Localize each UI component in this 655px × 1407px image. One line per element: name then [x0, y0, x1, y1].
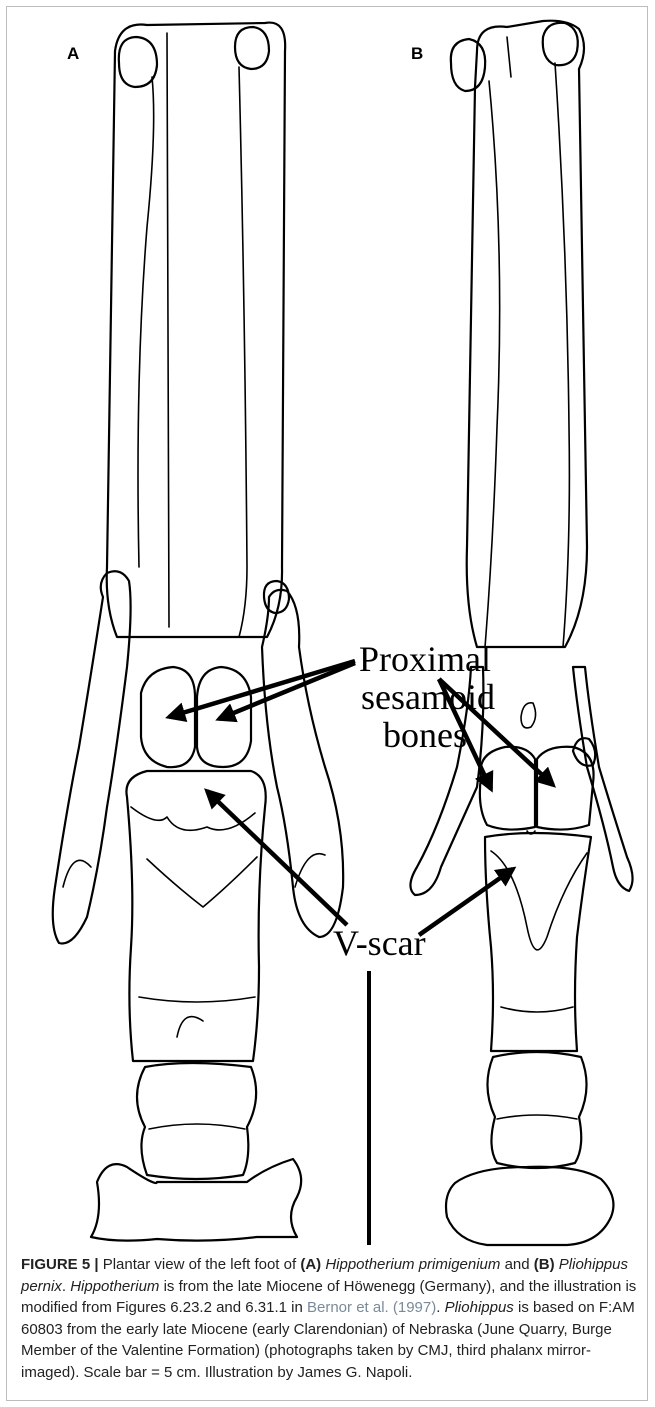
figure-frame: A B	[6, 6, 648, 1401]
panel-label-a: A	[67, 44, 79, 63]
panel-label-b: B	[411, 44, 423, 63]
figure-caption: FIGURE 5 | Plantar view of the left foot…	[21, 1254, 641, 1383]
citation-link[interactable]: Bernor et al. (1997)	[307, 1299, 436, 1316]
arrow-vscar-b	[419, 869, 513, 935]
foot-a-drawing	[53, 23, 343, 1241]
foot-b-drawing	[410, 21, 632, 1245]
foot-illustration: A B	[7, 7, 647, 1247]
sesamoid-label-line3: bones	[383, 715, 467, 755]
arrow-vscar-a	[207, 791, 347, 925]
sesamoid-label-line1: Proximal	[359, 639, 491, 679]
vscar-label: V-scar	[333, 923, 426, 963]
figure-number: FIGURE 5 |	[21, 1256, 99, 1273]
arrow-sesamoid-a2	[219, 663, 355, 719]
